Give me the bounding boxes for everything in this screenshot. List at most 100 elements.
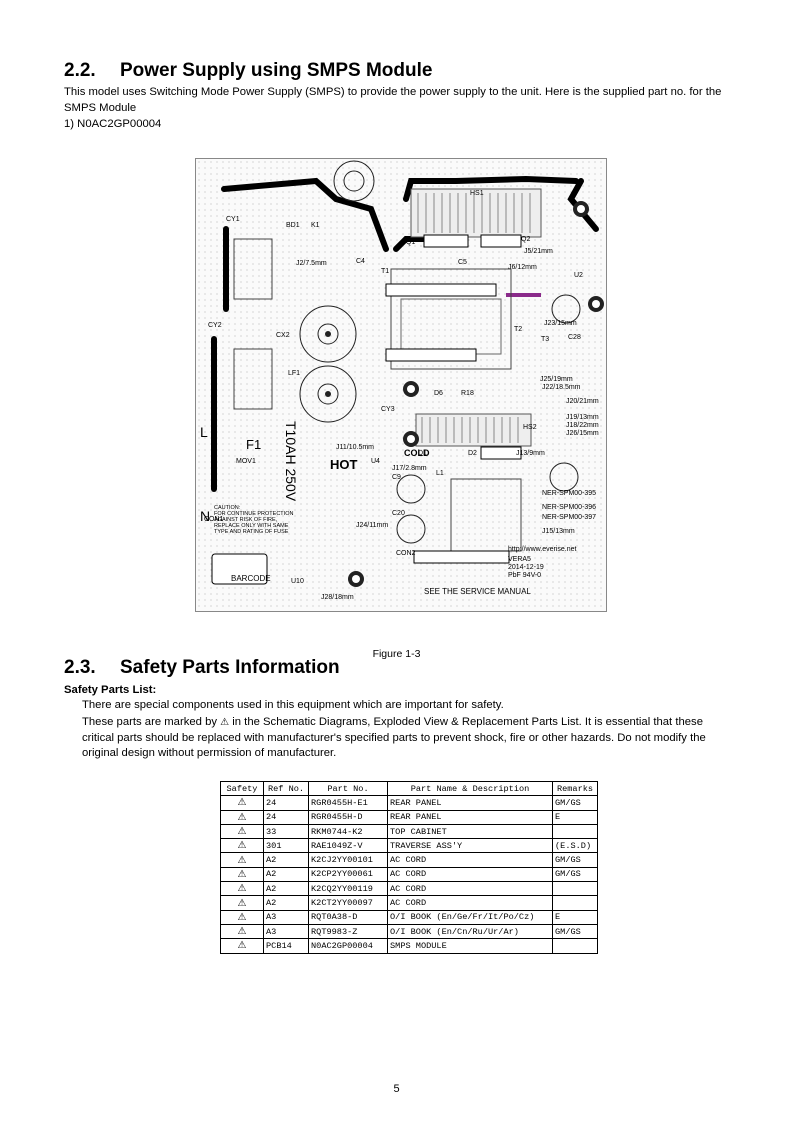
label-j18: J18/22mm — [566, 422, 599, 429]
label-j25: J25/19mm — [540, 376, 573, 383]
label-j20: J20/21mm — [566, 398, 599, 405]
label-pcb: PbF 94V-0 — [508, 572, 541, 579]
label-j19: J19/13mm — [566, 414, 599, 421]
cell-description: O/I BOOK (En/Cn/Ru/Ur/Ar) — [387, 923, 553, 940]
label-c20: C20 — [392, 510, 405, 517]
label-c28: C28 — [568, 334, 581, 341]
safety-parts-table: Safety Ref No. Part No. Part Name & Desc… — [220, 780, 598, 954]
cell-part-no: RQT9983-Z — [308, 923, 388, 940]
cell-remarks: E — [552, 809, 598, 825]
cell-ref: A3 — [263, 909, 309, 925]
caution-line5: TYPE AND RATING OF FUSE — [214, 529, 289, 535]
label-j28: J28/18mm — [321, 594, 354, 601]
section-number: 2.2. — [64, 60, 96, 81]
label-bd1: BD1 — [286, 222, 300, 229]
label-model1: NER-SPM00-395 — [542, 490, 596, 497]
cell-description: O/I BOOK (En/Ge/Fr/It/Po/Cz) — [387, 909, 553, 925]
figure-caption: Figure 1-3 — [372, 647, 421, 660]
warning-icon: ⚠ — [220, 823, 264, 840]
cell-ref: A2 — [263, 866, 309, 883]
section-2-2-heading: 2.2.Power Supply using SMPS Module — [64, 60, 432, 82]
label-l: L — [200, 424, 208, 440]
caution-line2: FOR CONTINUE PROTECTION — [214, 511, 293, 517]
cell-part-no: N0AC2GP00004 — [308, 938, 388, 954]
label-model2: NER-SPM00-396 — [542, 504, 596, 511]
label-hs1: HS1 — [470, 190, 484, 197]
safety-line2: These parts are marked by ⚠ in the Schem… — [82, 714, 703, 732]
label-c9: C9 — [392, 474, 401, 481]
label-url: http://www.everise.net — [508, 546, 577, 553]
caution-line3: AGAINST RISK OF FIRE, — [214, 517, 278, 523]
col-header-part: Part No. — [308, 780, 388, 797]
cell-remarks — [552, 823, 598, 840]
label-n: N — [200, 508, 210, 524]
section-2-3-heading: 2.3.Safety Parts Information — [64, 657, 340, 679]
label-hot: HOT — [330, 457, 358, 472]
label-j24: J24/11mm — [356, 522, 388, 529]
cell-ref: A3 — [263, 923, 309, 940]
cell-ref: 24 — [263, 809, 309, 825]
label-model3: NER-SPM00-397 — [542, 514, 596, 521]
smps-board-figure: CY1 CY2 CX2 CY3 BD1 K1 J2/7.5mm C4 T1 C5… — [195, 158, 607, 612]
safety-line4: original design without permission of ma… — [82, 747, 337, 759]
cell-remarks: GM/GS — [552, 923, 598, 940]
label-j22: J22/18.5mm — [542, 384, 581, 391]
cell-remarks: GM/GS — [552, 852, 598, 868]
label-cy3: CY3 — [381, 406, 395, 413]
cell-description: REAR PANEL — [387, 809, 553, 825]
warning-icon: ⚠ — [220, 838, 264, 854]
safety-line3: critical parts should be replaced with m… — [82, 732, 706, 744]
cell-description: AC CORD — [387, 881, 553, 897]
page-number: 5 — [393, 1083, 400, 1095]
power-body-line2: SMPS Module — [64, 102, 137, 114]
cell-part-no: K2CT2YY00097 — [308, 895, 388, 911]
cell-ref: A2 — [263, 895, 309, 911]
label-cx2: CX2 — [276, 332, 290, 339]
label-hs2: HS2 — [523, 424, 537, 431]
label-u4: U4 — [371, 458, 380, 465]
col-header-safety: Safety — [220, 780, 264, 797]
label-l1: L1 — [436, 470, 444, 477]
label-cy2: CY2 — [208, 322, 222, 329]
label-con1: CON1 — [204, 516, 224, 523]
cell-description: AC CORD — [387, 895, 553, 911]
label-j26: J26/15mm — [566, 430, 599, 437]
label-service: SEE THE SERVICE MANUAL — [424, 587, 531, 596]
label-j6: J6/12mm — [508, 264, 537, 271]
safety-line2-start: These parts are marked by — [82, 716, 221, 728]
cell-description: AC CORD — [387, 866, 553, 883]
cell-part-no: RQT0A38-D — [308, 909, 388, 925]
label-r18: R18 — [461, 390, 474, 397]
label-d1: D1 — [418, 450, 427, 457]
cell-ref: A2 — [263, 881, 309, 897]
cell-description: SMPS MODULE — [387, 938, 553, 954]
cell-part-no: RAE1049Z-V — [308, 838, 388, 854]
caution-line4: REPLACE ONLY WITH SAME — [214, 523, 289, 529]
cell-description: TRAVERSE ASS'Y — [387, 838, 553, 854]
safety-list-heading: Safety Parts List: — [64, 684, 157, 696]
smps-board-drawing: CY1 CY2 CX2 CY3 BD1 K1 J2/7.5mm C4 T1 C5… — [196, 159, 606, 611]
warning-icon: ⚠ — [220, 809, 264, 825]
label-con2: CON2 — [396, 550, 416, 557]
label-j11: J11/10.5mm — [336, 444, 374, 451]
label-movi: MOV1 — [236, 458, 256, 465]
warning-icon: ⚠ — [220, 717, 230, 728]
label-c5: C5 — [458, 259, 467, 266]
cell-part-no: RGR0455H-E1 — [308, 795, 388, 811]
label-cold: COLD — [404, 448, 430, 458]
warning-icon: ⚠ — [220, 866, 264, 883]
warning-icon: ⚠ — [220, 852, 264, 868]
label-u10: U10 — [291, 578, 304, 585]
label-vera: VERA5 — [508, 556, 531, 563]
warning-icon: ⚠ — [220, 895, 264, 911]
col-header-desc: Part Name & Description — [387, 780, 553, 797]
caution-line1: CAUTION: — [214, 505, 241, 511]
table-header-row: Safety Ref No. Part No. Part Name & Desc… — [220, 780, 598, 797]
cell-part-no: K2CP2YY00061 — [308, 866, 388, 883]
power-item: 1) N0AC2GP00004 — [64, 118, 162, 130]
col-header-remarks: Remarks — [552, 780, 598, 797]
